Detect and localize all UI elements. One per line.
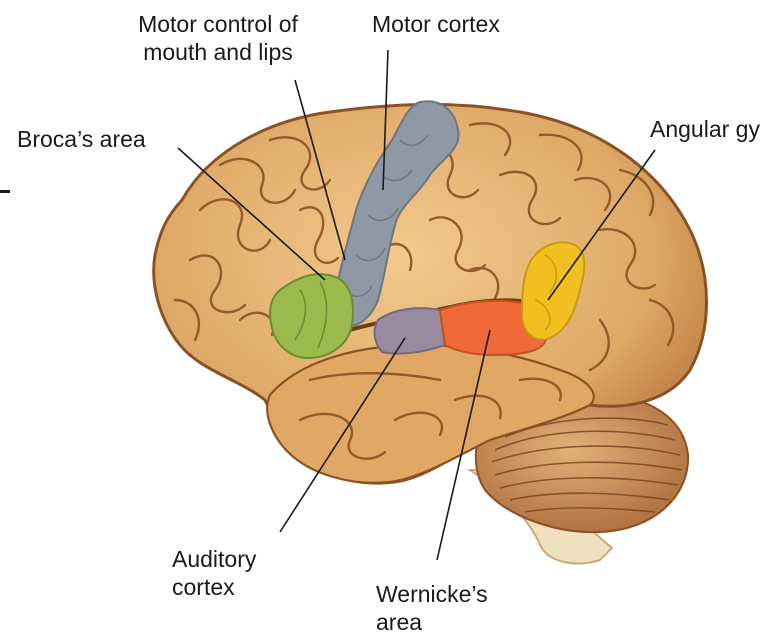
label-wernicke-area: Wernicke’s area (376, 580, 488, 636)
label-motor-cortex: Motor cortex (372, 10, 500, 38)
edge-tick-mark (0, 190, 10, 193)
label-angular-gyrus: Angular gy (650, 115, 760, 143)
label-broca-area: Broca’s area (17, 125, 146, 153)
label-motor-control-mouth-lips: Motor control of mouth and lips (112, 10, 324, 66)
auditory-region (375, 308, 445, 353)
label-auditory-cortex: Auditory cortex (172, 545, 256, 601)
